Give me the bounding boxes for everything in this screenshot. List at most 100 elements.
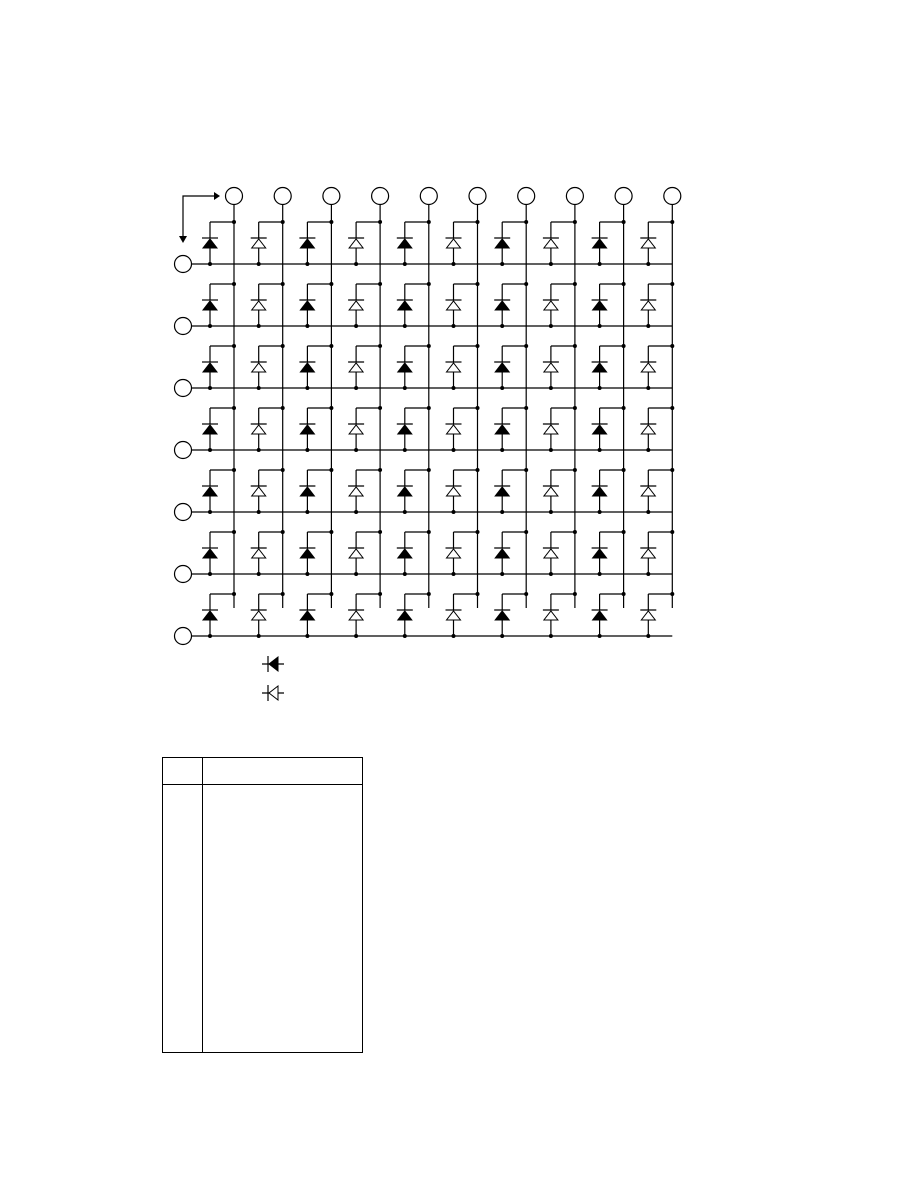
filled-led-icon [396,609,413,621]
junction-dot [378,530,383,534]
junction-dot [256,262,261,266]
junction-dot [475,468,480,472]
filled-led-icon [201,299,219,311]
junction-dot [329,220,334,224]
junction-dot [548,448,553,452]
junction-dot [548,572,553,576]
open-led-icon [250,609,267,621]
open-led-icon [640,485,657,497]
junction-dot [451,386,456,390]
filled-led-icon [299,423,316,435]
junction-dot [572,406,577,410]
junction-dot [524,282,529,286]
junction-dot [378,282,383,286]
open-led-icon [640,423,657,435]
junction-dot [305,510,310,514]
junction-dot [402,510,407,514]
junction-dot [500,324,505,328]
filled-led-icon [494,423,511,435]
open-led-icon [542,485,559,497]
filled-led-icon [494,237,511,249]
row-pin-3 [173,378,193,398]
junction-dot [524,220,529,224]
junction-dot [402,634,407,638]
column-pin-2 [273,186,292,206]
junction-dot [378,406,383,410]
junction-dot [572,530,577,534]
filled-led-icon [591,485,608,497]
junction-dot [597,634,602,638]
junction-dot [305,634,310,638]
junction-dot [378,344,383,348]
filled-led-icon [262,655,284,673]
junction-dot [426,282,431,286]
junction-dot [232,406,236,410]
filled-led-icon [591,361,608,373]
led-matrix-schematic [173,186,682,702]
junction-dot [232,468,236,472]
junction-dot [402,572,407,576]
junction-dot [548,262,553,266]
open-led-icon [542,547,559,559]
junction-dot [354,634,359,638]
junction-dot [256,448,261,452]
open-led-icon [445,547,462,559]
junction-dot [402,386,407,390]
junction-dot [402,262,407,266]
open-led-icon [250,485,267,497]
junction-dot [572,592,577,596]
junction-dot [426,344,431,348]
junction-dot [208,324,212,328]
filled-led-icon [494,299,511,311]
open-led-icon [348,547,365,559]
filled-led-icon [591,547,608,559]
junction-dot [426,530,431,534]
column-pin-5 [419,186,438,206]
junction-dot [208,262,212,266]
filled-led-icon [396,423,413,435]
junction-dot [329,530,334,534]
junction-dot [500,572,505,576]
open-led-icon [640,547,657,559]
junction-dot [451,634,456,638]
column-pin-10 [663,186,682,206]
junction-dot [597,386,602,390]
junction-dot [280,344,285,348]
junction-dot [426,406,431,410]
junction-dot [670,592,675,596]
junction-dot [305,324,310,328]
junction-dot [280,406,285,410]
column-pin-3 [322,186,341,206]
junction-dot [621,344,626,348]
junction-dot [451,262,456,266]
filled-led-icon [396,547,413,559]
junction-dot [500,634,505,638]
junction-dot [451,510,456,514]
junction-dot [232,282,236,286]
junction-dot [475,530,480,534]
open-led-icon [542,361,559,373]
junction-dot [426,468,431,472]
filled-led-icon [494,547,511,559]
junction-dot [597,262,602,266]
junction-dot [646,634,651,638]
junction-dot [451,448,456,452]
open-led-icon [348,423,365,435]
junction-dot [354,324,359,328]
filled-led-icon [494,609,511,621]
function-header [202,757,363,785]
junction-dot [572,282,577,286]
junction-dot [621,530,626,534]
junction-dot [305,448,310,452]
open-led-icon [542,423,559,435]
junction-dot [208,572,212,576]
column-pin-7 [517,186,536,206]
junction-dot [670,282,675,286]
junction-dot [572,344,577,348]
junction-dot [524,592,529,596]
junction-dot [256,572,261,576]
junction-dot [329,344,334,348]
row-pin-6 [173,564,193,584]
filled-led-icon [201,609,219,621]
junction-dot [524,406,529,410]
